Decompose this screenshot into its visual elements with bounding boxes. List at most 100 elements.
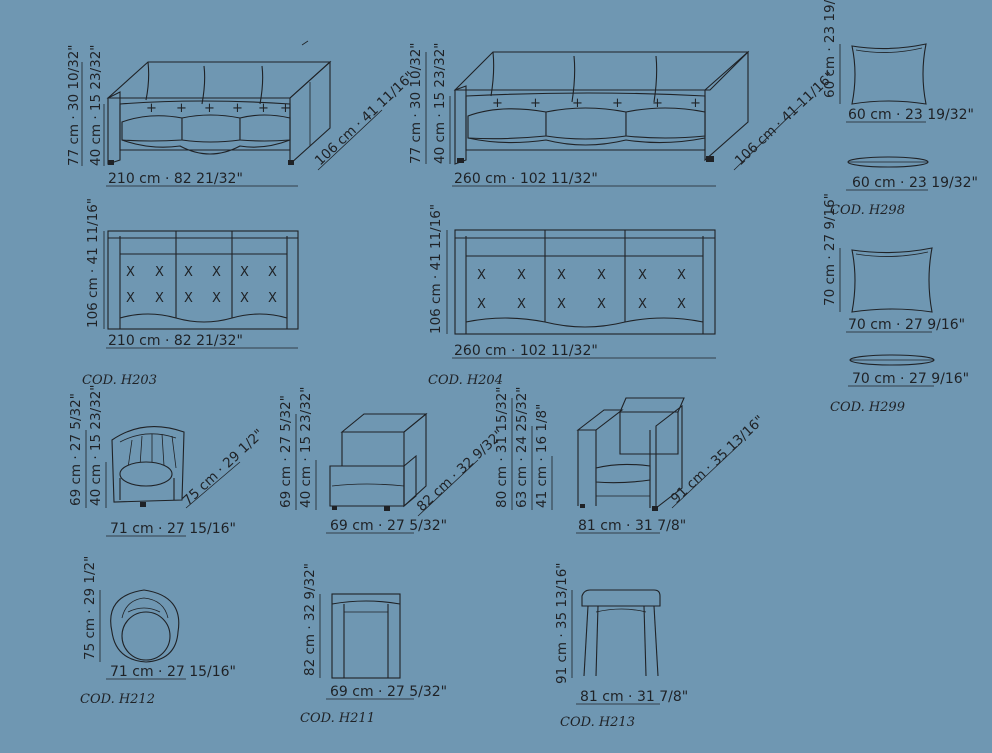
h298-pillow-height-dimension: 60 cm · 23 19/32" [822, 0, 841, 104]
svg-text:X: X [638, 297, 647, 312]
h212-depth-label: 75 cm · 29 1/2" [180, 426, 267, 509]
svg-text:X: X [126, 265, 135, 280]
h203-front-width-dimension: 210 cm · 82 21/32" [106, 171, 298, 187]
svg-text:+: + [652, 96, 663, 111]
h298-pillow-width-label: 60 cm · 23 19/32" [848, 107, 974, 123]
svg-text:X: X [155, 291, 164, 306]
svg-text:X: X [268, 265, 277, 280]
h203-perspective-drawing: + + + + + + [106, 40, 332, 166]
h203-depth-dimension: 106 cm · 41 11/16" [312, 69, 418, 171]
svg-text:X: X [677, 297, 686, 312]
svg-text:+: + [204, 101, 215, 116]
svg-text:+: + [280, 101, 291, 116]
h204-height-dimensions: 77 cm · 30 10/32" 40 cm · 15 23/32" [408, 43, 451, 165]
h212-plan-depth-label: 75 cm · 29 1/2" [82, 556, 98, 660]
h212-plan-drawing [110, 589, 180, 663]
h213-code: COD. H213 [560, 715, 635, 730]
svg-text:+: + [572, 96, 583, 111]
h211-plan-depth-label: 82 cm · 32 9/32" [302, 563, 318, 676]
h204-front-width-label: 260 cm · 102 11/32" [454, 171, 598, 187]
svg-text:X: X [184, 265, 193, 280]
h203-height-label: 77 cm · 30 10/32" [66, 45, 82, 167]
h203-height-dimensions: 77 cm · 30 10/32" 40 cm · 15 23/32" [66, 45, 105, 167]
svg-text:X: X [184, 291, 193, 306]
h204-code: COD. H204 [428, 373, 503, 388]
h212-height-dimensions: 69 cm · 27 5/32" 40 cm · 15 23/32" [68, 385, 107, 508]
h211-code: COD. H211 [300, 711, 375, 726]
h299-pillow-top-width-label: 70 cm · 27 9/16" [852, 371, 969, 387]
h213-plan-depth-label: 91 cm · 35 13/16" [554, 563, 570, 685]
h211-perspective-drawing [329, 412, 428, 511]
h298-pillow-top-view: 60 cm · 23 19/32" [846, 156, 978, 191]
h298-pillow-top-width-label: 60 cm · 23 19/32" [852, 175, 978, 191]
h299-pillow-width-label: 70 cm · 27 9/16" [848, 317, 965, 333]
h212-plan-dimensions: 75 cm · 29 1/2" 71 cm · 27 15/16" [82, 556, 236, 680]
h211-width-dimension: 69 cm · 27 5/32" [326, 518, 447, 534]
h213-depth-label: 91 cm · 35 13/16" [668, 412, 768, 507]
h213-width-dimension: 81 cm · 31 7/8" [576, 518, 686, 534]
h212-depth-dimension: 75 cm · 29 1/2" [180, 426, 267, 509]
svg-text:+: + [530, 96, 541, 111]
svg-text:+: + [492, 96, 503, 111]
svg-text:X: X [557, 268, 566, 283]
svg-text:X: X [240, 291, 249, 306]
svg-text:X: X [638, 268, 647, 283]
h212-width-label: 71 cm · 27 15/16" [110, 521, 236, 537]
h298-code: COD. H298 [830, 203, 905, 218]
h204-front-width-dimension: 260 cm · 102 11/32" [452, 171, 716, 187]
svg-text:X: X [212, 265, 221, 280]
svg-text:+: + [232, 101, 243, 116]
h299-pillow-height-dimension: 70 cm · 27 9/16" [822, 193, 841, 312]
h298-pillow-height-label: 60 cm · 23 19/32" [822, 0, 838, 98]
h211-plan-drawing [331, 593, 401, 679]
h212-perspective-drawing [111, 426, 185, 507]
h213-seat-height-label: 41 cm · 16 1/8" [534, 404, 550, 508]
h213-depth-dimension: 91 cm · 35 13/16" [668, 412, 768, 509]
h203-plan-width-label: 210 cm · 82 21/32" [108, 333, 243, 349]
h212-plan-width-label: 71 cm · 27 15/16" [110, 664, 236, 680]
svg-text:+: + [258, 101, 269, 116]
svg-text:+: + [612, 96, 623, 111]
h299-pillow-height-label: 70 cm · 27 9/16" [822, 193, 838, 306]
h212-height-label: 69 cm · 27 5/32" [68, 393, 84, 506]
svg-text:X: X [155, 265, 164, 280]
h213-arm-height-label: 63 cm · 24 25/32" [514, 387, 530, 509]
svg-text:X: X [268, 291, 277, 306]
h204-plan-width-label: 260 cm · 102 11/32" [454, 343, 598, 359]
h211-seat-height-label: 40 cm · 15 23/32" [298, 387, 314, 509]
h203-plan-depth-label: 106 cm · 41 11/16" [85, 198, 101, 328]
h203-front-width-label: 210 cm · 82 21/32" [108, 171, 243, 187]
h211-width-label: 69 cm · 27 5/32" [330, 518, 447, 534]
svg-text:X: X [517, 268, 526, 283]
svg-text:X: X [597, 268, 606, 283]
svg-text:+: + [176, 101, 187, 116]
h213-perspective-drawing [576, 397, 685, 511]
h211-plan-width-label: 69 cm · 27 5/32" [330, 684, 447, 700]
h211-height-label: 69 cm · 27 5/32" [278, 395, 294, 508]
h211-height-dimensions: 69 cm · 27 5/32" 40 cm · 15 23/32" [278, 387, 317, 510]
h212-seat-height-label: 40 cm · 15 23/32" [88, 385, 104, 507]
svg-text:X: X [126, 291, 135, 306]
h213-plan-drawing [581, 589, 661, 677]
h213-width-label: 81 cm · 31 7/8" [578, 518, 686, 534]
h213-height-dimensions: 80 cm · 31 15/32" 63 cm · 24 25/32" 41 c… [494, 387, 553, 510]
h299-code: COD. H299 [830, 400, 905, 415]
svg-text:+: + [146, 101, 157, 116]
h299-pillow-width-dimension: 70 cm · 27 9/16" [846, 317, 965, 333]
svg-text:X: X [557, 297, 566, 312]
svg-text:X: X [477, 268, 486, 283]
h299-pillow-top-view: 70 cm · 27 9/16" [848, 354, 969, 387]
svg-text:X: X [517, 297, 526, 312]
h212-code: COD. H212 [80, 692, 155, 707]
svg-text:+: + [690, 96, 701, 111]
h203-plan-dimensions: 106 cm · 41 11/16" 210 cm · 82 21/32" [85, 198, 298, 349]
h203-depth-label: 106 cm · 41 11/16" [312, 69, 418, 169]
h213-height-label: 80 cm · 31 15/32" [494, 387, 510, 509]
svg-text:X: X [477, 297, 486, 312]
h213-plan-dimensions: 91 cm · 35 13/16" 81 cm · 31 7/8" [554, 563, 688, 706]
h204-seat-height-label: 40 cm · 15 23/32" [432, 43, 448, 165]
svg-text:X: X [212, 291, 221, 306]
h212-width-dimension: 71 cm · 27 15/16" [106, 521, 236, 537]
